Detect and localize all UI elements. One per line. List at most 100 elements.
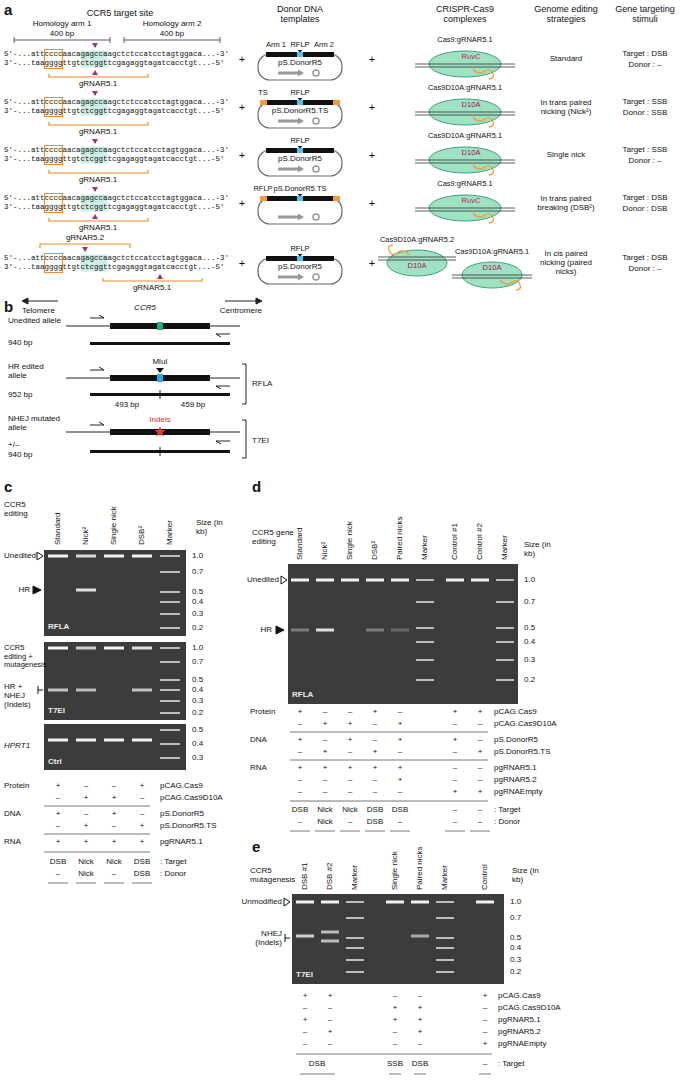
gel-band [76, 647, 96, 650]
text-label: – [328, 1039, 332, 1048]
gel-label: RFLA [292, 690, 313, 699]
text-label: 1.0 [510, 897, 521, 906]
ladder-band [346, 959, 364, 961]
text-label: – [398, 787, 402, 796]
ladder-band [496, 641, 514, 643]
guide-rna [473, 117, 494, 127]
text-label: DSB [309, 1059, 325, 1068]
text-label: Size (in kb) [524, 540, 556, 558]
complex-label: Cas9D10A:gRNAR5.1 [428, 84, 502, 93]
text-label: + [298, 763, 303, 772]
gel-node: Ctrl [44, 724, 186, 770]
column-underline [300, 1074, 491, 1075]
ladder-band [160, 757, 180, 759]
hr-marker [33, 586, 41, 594]
text-label: pgRNAR5.1 [498, 1015, 541, 1024]
complex-label: D10A [462, 101, 481, 110]
plasmid-node: RFLPpS.DonorR5.TS [252, 184, 348, 228]
text-label: Nick [106, 857, 122, 866]
gel-band [104, 555, 124, 558]
text-label: Donor DNA templates [260, 4, 340, 25]
pcr-product [90, 450, 230, 453]
unmodified-marker [284, 898, 290, 906]
text-label: – [453, 775, 457, 784]
text-label: + [369, 53, 375, 66]
text-label: MluI [152, 357, 167, 366]
text-label: CCR5 mutagenesis [250, 866, 298, 884]
text-label: DNA [4, 809, 21, 818]
text-label: Protein [4, 781, 29, 790]
text-label: Size (in kb) [196, 518, 228, 536]
text-label: + [478, 787, 483, 796]
text-label: – [478, 805, 482, 814]
text-label: Homology arm 1 [33, 19, 92, 28]
gel-background [292, 894, 504, 984]
text-label: pS.DonorR5 [494, 735, 538, 744]
text-label: + [348, 735, 353, 744]
gel-node: RFLA [288, 564, 518, 704]
gel-band [104, 647, 124, 650]
text-label: + [328, 1027, 333, 1036]
lane-label: Control [480, 864, 489, 890]
text-label: + [373, 707, 378, 716]
text-label: Target : DSB [622, 253, 667, 262]
text-label: – [323, 775, 327, 784]
text-label: + [453, 787, 458, 796]
ladder-band [416, 627, 434, 629]
arm-range-line [14, 37, 220, 43]
text-label: CCR5 editing + mutagenesis [4, 644, 44, 670]
ladder-band [496, 601, 514, 603]
dna-sequence: 3′-...taaggggttgtctcggttcgagaggtagatcacc… [4, 155, 225, 164]
text-label: + [298, 707, 303, 716]
ladder-band [436, 947, 454, 949]
grna-bracket [49, 218, 148, 221]
text-label: 940 bp [8, 338, 32, 347]
text-label: gRNAR5.1 [133, 283, 171, 292]
text-label: 0.5 [524, 623, 535, 632]
gel-band [391, 579, 409, 582]
plasmid-outline [258, 54, 342, 80]
gel-band [411, 901, 429, 904]
backbone-gene [278, 276, 298, 279]
ladder-band [346, 937, 364, 939]
text-label: +/– [8, 440, 19, 449]
text-label: – [453, 805, 457, 814]
target-dna [452, 275, 532, 278]
complex-label: Cas9D10A:gRNAR5.2 [380, 236, 454, 245]
text-label: Donor : – [629, 60, 662, 69]
text-label: pCAG.Cas9D10A [160, 793, 223, 802]
ladder-band [416, 579, 434, 581]
pcr-product [90, 342, 230, 345]
homology-arm-ranges [14, 37, 220, 43]
ladder-band [160, 700, 180, 702]
text-label: In cis paired nicking (paired nicks) [533, 249, 599, 277]
text-label: 0.2 [524, 675, 535, 684]
target-dna [415, 160, 515, 163]
text-label: 0.7 [524, 597, 535, 606]
text-label: + [239, 149, 245, 162]
gel-band [76, 689, 96, 692]
backbone-gene [278, 120, 298, 123]
text-label: 0.4 [192, 597, 203, 606]
text-label: + [56, 837, 61, 846]
text-label: pgRNAEmpty [494, 787, 542, 796]
text-label: – [348, 775, 352, 784]
text-label: – [478, 775, 482, 784]
text-label: gRNAR5.1 [79, 223, 117, 232]
plasmid-label: pS.DonorR5.TS [274, 185, 327, 194]
text-label: – [56, 793, 60, 802]
text-label: – [453, 747, 457, 756]
text-label: – [348, 707, 352, 716]
text-label: CCR5 [134, 303, 156, 312]
ladder-band [416, 659, 434, 661]
gel-band [321, 940, 339, 943]
guide-rna [500, 280, 521, 290]
text-label: Target : DSB [622, 49, 667, 58]
ladder-band [160, 743, 180, 745]
ccr5-gene-bar [110, 375, 210, 381]
dna-sequence: 5′-...attccccaacagagccaagctctccatcctagtg… [4, 98, 229, 107]
ladder-band [160, 591, 180, 593]
text-label: – [298, 775, 302, 784]
text-label: – [393, 1027, 397, 1036]
